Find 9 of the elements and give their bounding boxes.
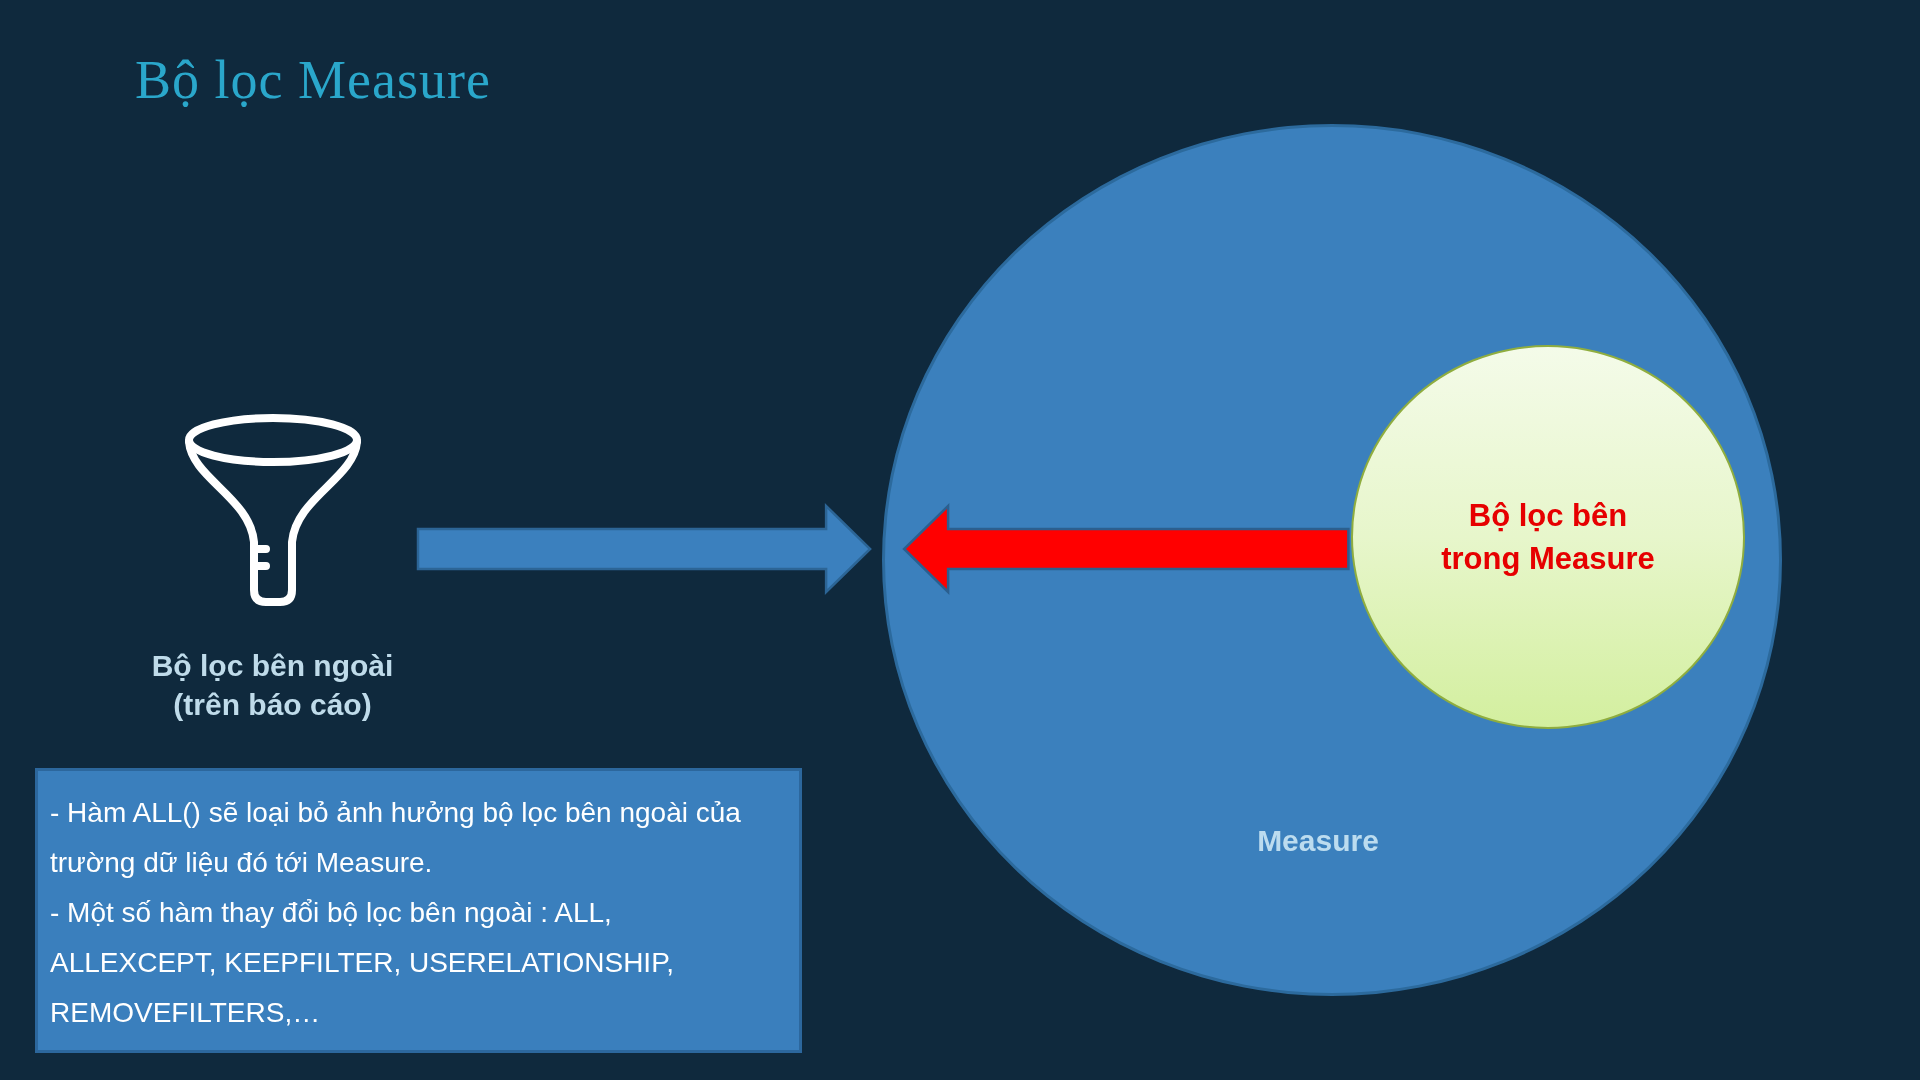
block-arrow [902, 503, 1350, 595]
block-arrow [416, 503, 872, 595]
note-text: - Một số hàm thay đổi bộ lọc bên ngoài : ALL, ALLEXCEPT, KEEPFILTER, USERELATIONSHIP, REMOVEFILTERS,… [50, 896, 675, 1030]
slide-title: Bộ lọc Measure [135, 52, 491, 108]
note-text: - Hàm ALL() sẽ loại bỏ ảnh hưởng bộ lọc bên ngoài của trường dữ liệu đó tới Measure. [50, 796, 742, 880]
circle-label: Bộ lọc bên trong Measure [1440, 497, 1656, 578]
circle-label: Measure [1256, 823, 1380, 859]
note-box [35, 768, 802, 1053]
icon-caption: Bộ lọc bên ngoài (trên báo cáo) [150, 648, 395, 723]
